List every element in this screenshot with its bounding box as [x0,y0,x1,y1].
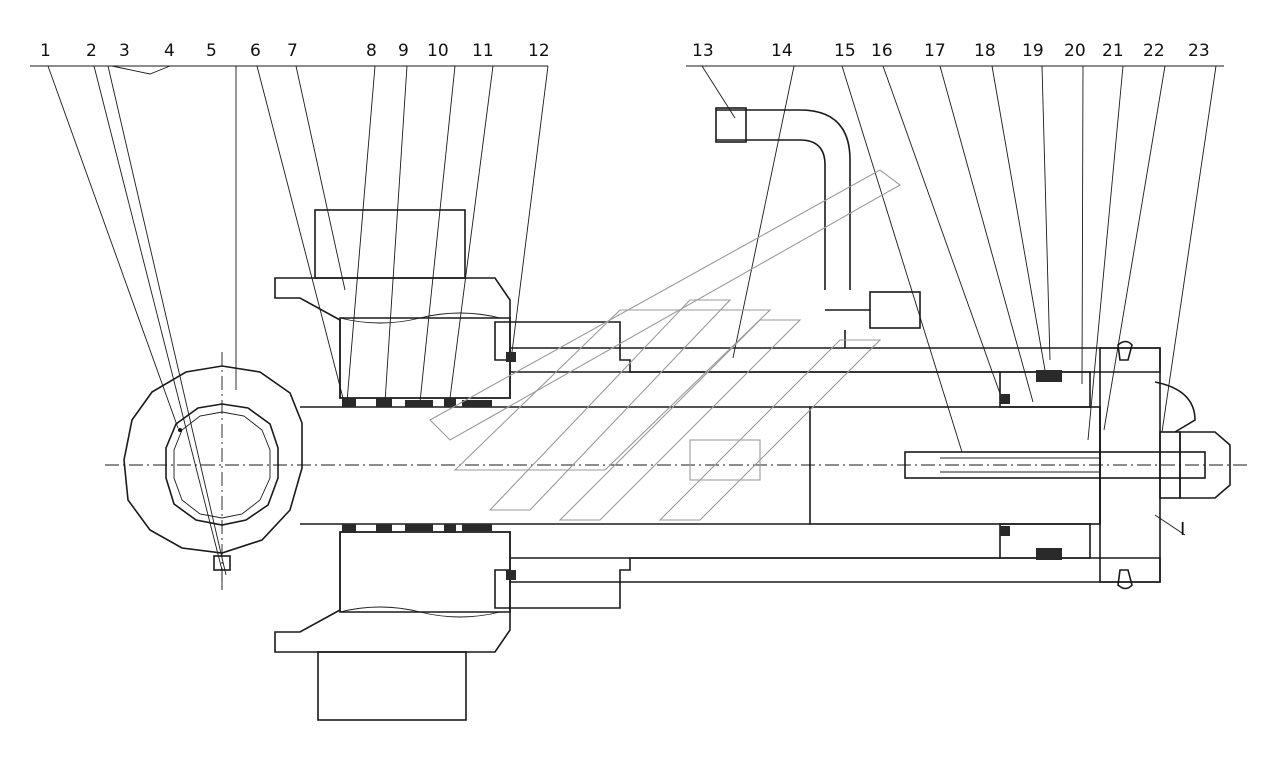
trunnion-bottom [317,651,467,721]
part-label-11: 11 [472,41,494,61]
rod-seals [342,398,492,533]
end-cap [1099,340,1161,590]
part-label-23: 23 [1188,41,1210,61]
piston-rod [300,406,1101,525]
part-label-13: 13 [692,41,714,61]
part-label-15: 15 [834,41,856,61]
part-label-2: 2 [86,41,97,61]
part-label-10: 10 [427,41,449,61]
part-label-1: 1 [40,41,51,61]
part-labels: 1 2 3 4 5 6 7 8 9 10 11 12 13 14 15 16 1… [40,41,1210,61]
leader-lines [47,65,1217,576]
part-label-7: 7 [287,41,298,61]
part-label-6: 6 [250,41,261,61]
section-leader [1154,514,1186,536]
part-label-12: 12 [528,41,550,61]
oil-pipe [715,107,1196,433]
part-label-9: 9 [398,41,409,61]
part-label-18: 18 [974,41,996,61]
part-label-22: 22 [1143,41,1165,61]
part-label-14: 14 [771,41,793,61]
part-label-5: 5 [206,41,217,61]
grease-point [178,428,182,432]
part-label-8: 8 [366,41,377,61]
trunnion-top [314,209,466,279]
part-label-17: 17 [924,41,946,61]
part-label-3: 3 [119,41,130,61]
clevis-eye [123,365,303,590]
part-label-16: 16 [871,41,893,61]
piston [999,370,1091,560]
section-mark: I [1180,519,1185,540]
gland [494,321,621,609]
part-label-20: 20 [1064,41,1086,61]
part-label-4: 4 [164,41,175,61]
part-label-21: 21 [1102,41,1124,61]
watermark-logo [429,169,902,521]
through-bolt [904,431,1231,499]
part-label-19: 19 [1022,41,1044,61]
